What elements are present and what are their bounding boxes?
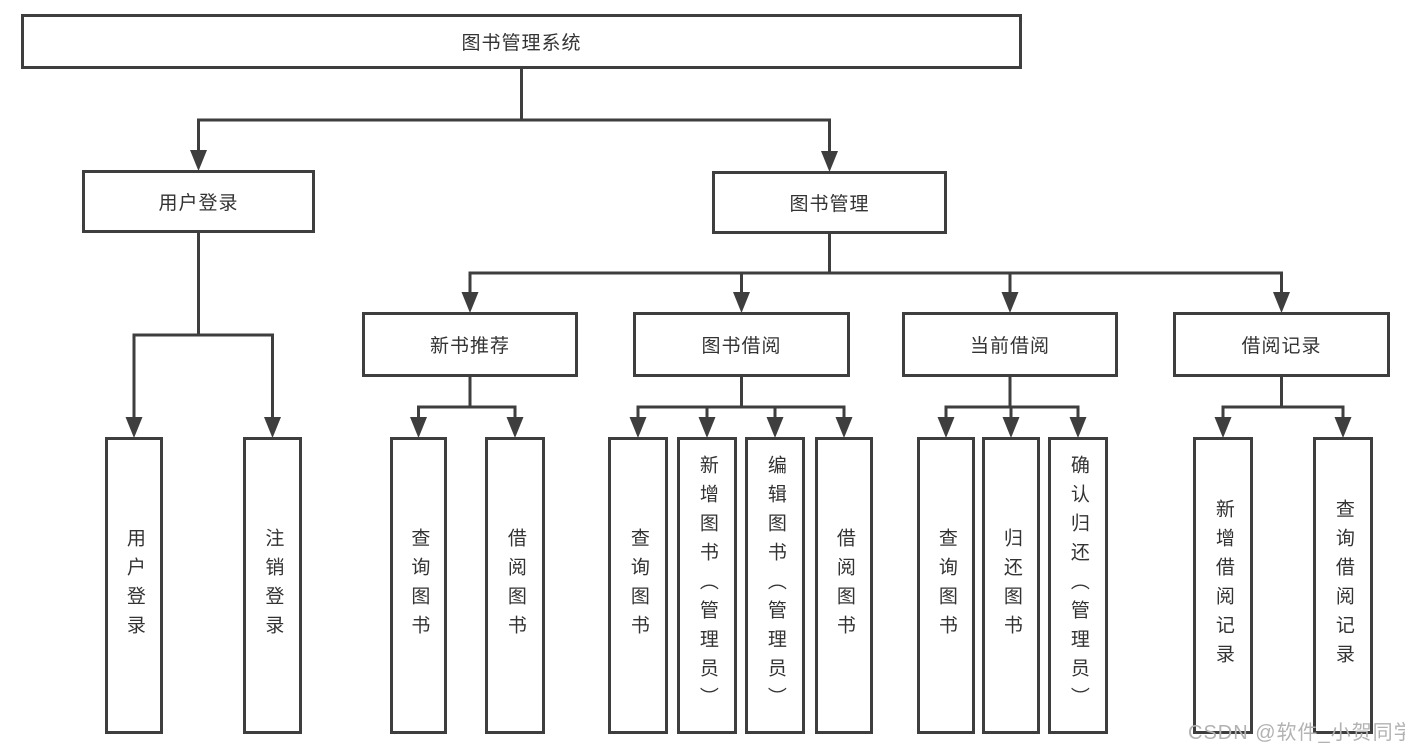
- leaf-add-borrow-record: 新增借阅记录: [1193, 437, 1253, 734]
- leaf-current-query-books: 查询图书: [917, 437, 975, 734]
- leaf-add-books-admin: 新增图书（管理员）: [677, 437, 737, 734]
- arrowhead-icon: [190, 150, 207, 171]
- leaf-confirm-return-admin: 确认归还（管理员）: [1048, 437, 1108, 734]
- arrowhead-icon: [835, 417, 853, 438]
- leaf-label: 归还图书: [1000, 527, 1022, 644]
- leaf-query-borrow-record: 查询借阅记录: [1313, 437, 1373, 734]
- node-label: 图书管理: [789, 194, 870, 215]
- leaf-logout-login: 注销登录: [243, 437, 302, 734]
- leaf-newbook-query-books: 查询图书: [390, 437, 447, 734]
- leaf-label: 注销登录: [262, 527, 284, 644]
- leaf-edit-books-admin: 编辑图书（管理员）: [745, 437, 805, 734]
- node-current-borrow: 当前借阅: [902, 312, 1118, 377]
- node-label: 用户登录: [158, 193, 239, 214]
- arrowhead-icon: [733, 292, 750, 313]
- leaf-return-books: 归还图书: [982, 437, 1040, 734]
- csdn-watermark: CSDN @软件_小贺同学: [1188, 722, 1405, 744]
- arrowhead-icon: [766, 417, 784, 438]
- leaf-label: 确认归还（管理员）: [1067, 455, 1089, 716]
- arrowhead-icon: [937, 417, 955, 438]
- leaf-borrow-books: 借阅图书: [815, 437, 873, 734]
- node-label: 图书管理系统: [461, 33, 582, 54]
- node-book-borrow: 图书借阅: [633, 312, 850, 377]
- node-label: 图书借阅: [701, 336, 782, 357]
- arrowhead-icon: [461, 292, 479, 313]
- node-new-book-recommend: 新书推荐: [362, 312, 578, 377]
- node-library-system: 图书管理系统: [21, 14, 1022, 69]
- node-label: 当前借阅: [969, 336, 1050, 357]
- arrowhead-icon: [1002, 417, 1020, 438]
- arrowhead-icon: [1334, 417, 1352, 438]
- arrowhead-icon: [125, 417, 143, 438]
- node-borrow-records: 借阅记录: [1173, 312, 1390, 377]
- node-book-management: 图书管理: [712, 171, 947, 234]
- arrowhead-icon: [629, 417, 647, 438]
- arrowhead-icon: [506, 417, 524, 438]
- arrowhead-icon: [821, 151, 838, 172]
- arrowhead-icon: [698, 417, 716, 438]
- leaf-label: 借阅图书: [504, 527, 526, 644]
- leaf-label: 借阅图书: [833, 527, 855, 644]
- leaf-label: 编辑图书（管理员）: [764, 455, 786, 716]
- arrowhead-icon: [264, 417, 281, 438]
- arrowhead-icon: [410, 417, 427, 438]
- leaf-label: 查询借阅记录: [1332, 498, 1354, 673]
- arrowhead-icon: [1069, 417, 1087, 438]
- leaf-newbook-borrow-books: 借阅图书: [485, 437, 545, 734]
- leaf-label: 新增借阅记录: [1212, 498, 1234, 673]
- leaf-label: 查询图书: [408, 527, 430, 644]
- node-label: 借阅记录: [1241, 336, 1322, 357]
- arrowhead-icon: [1001, 292, 1019, 313]
- leaf-label: 新增图书（管理员）: [696, 455, 718, 716]
- node-user-login: 用户登录: [82, 170, 315, 233]
- arrowhead-icon: [1273, 292, 1290, 313]
- arrowhead-icon: [1214, 417, 1232, 438]
- leaf-label: 用户登录: [123, 527, 145, 644]
- leaf-label: 查询图书: [935, 527, 957, 644]
- leaf-user-login: 用户登录: [105, 437, 163, 734]
- leaf-borrow-query-books: 查询图书: [608, 437, 668, 734]
- leaf-label: 查询图书: [627, 527, 649, 644]
- node-label: 新书推荐: [429, 336, 510, 357]
